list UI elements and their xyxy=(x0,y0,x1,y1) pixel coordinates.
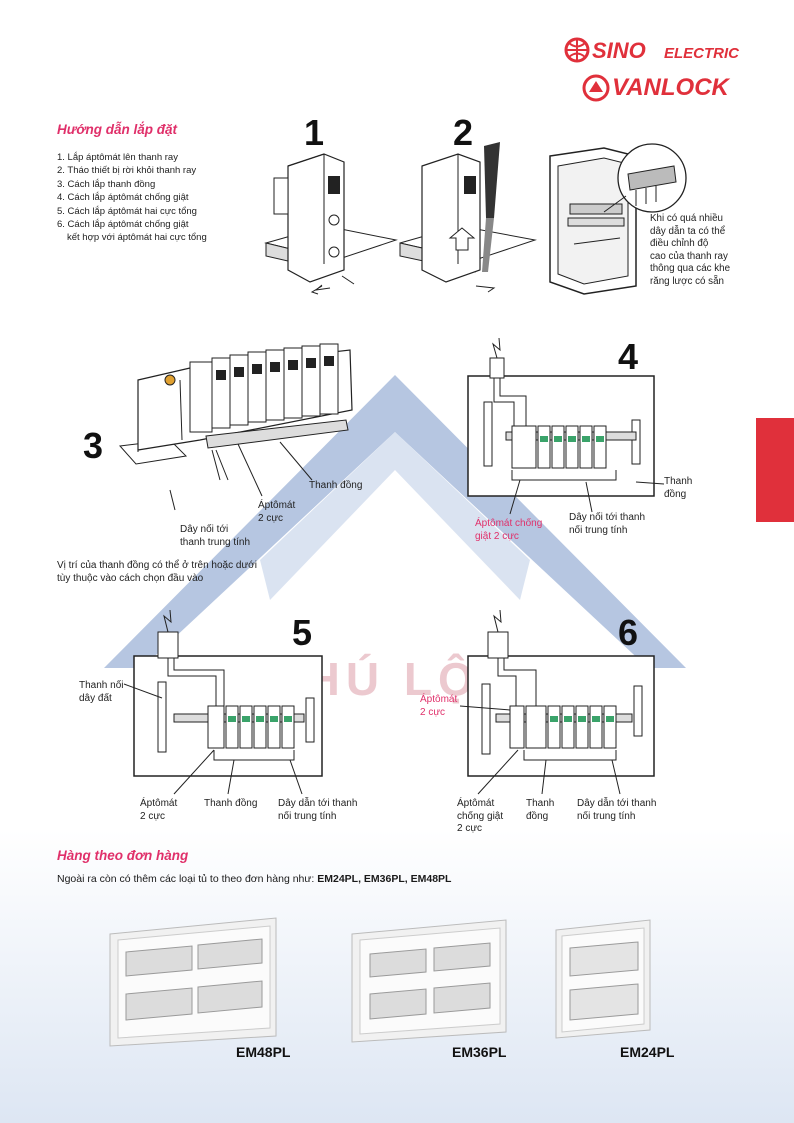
product-em24pl-image xyxy=(555,919,651,1039)
fig5-ground-bar-label: Thanh nối dây đất xyxy=(79,680,124,704)
sino-globe-icon xyxy=(564,37,590,63)
step-number-5: 5 xyxy=(292,612,313,653)
fig3-position-note: Vị trí của thanh đồng có thể ở trên hoặc… xyxy=(57,560,257,584)
fig3-copper-bar-assembly xyxy=(118,343,353,511)
product-em48pl-image xyxy=(109,917,277,1047)
fig5-breaker-label: Áptômát 2 cực xyxy=(140,798,178,822)
installation-heading: Hướng dẫn lắp đặt xyxy=(57,122,177,137)
step-number-6: 6 xyxy=(618,612,639,653)
brand-electric: ELECTRIC xyxy=(664,45,739,62)
fig5-main-breaker-panel xyxy=(123,609,323,795)
fig6-breaker-label: Áptômát 2 cực xyxy=(420,694,458,718)
product-em24pl-label: EM24PL xyxy=(620,1044,675,1060)
step-item: kết hợp với áptômát hai cực tổng xyxy=(67,232,207,244)
step-item: 1. Lắp áptômát lên thanh ray xyxy=(57,152,178,163)
fig6-neutral-label: Dây dẫn tới thanh nối trung tính xyxy=(577,798,657,822)
product-em48pl-label: EM48PL xyxy=(236,1044,291,1060)
step-number-2: 2 xyxy=(453,112,474,153)
step-item: 5. Cách lắp áptômát hai cực tổng xyxy=(57,205,197,217)
fig4-neutral-label: Dây nối tới thanh nối trung tính xyxy=(569,512,646,536)
fig6-combined-panel xyxy=(459,609,655,795)
product-em36pl-image xyxy=(351,919,507,1043)
rail-adjust-note: Khi có quá nhiều dây dẫn ta có thể điều … xyxy=(650,213,731,287)
step-number-1: 1 xyxy=(304,112,325,153)
fig3-breaker-label: Áptômát 2 cực xyxy=(258,500,296,524)
brand-vanlock: VANLOCK xyxy=(612,74,729,101)
fig5-neutral-label: Dây dẫn tới thanh nối trung tính xyxy=(278,798,358,822)
step-item: 3. Cách lắp thanh đồng xyxy=(57,178,156,190)
step-number-3: 3 xyxy=(83,425,104,466)
fig6-rcd-label: Áptômát chống giật 2 cực xyxy=(457,798,504,834)
step-item: 6. Cách lắp áptômát chống giật xyxy=(57,219,189,231)
side-tab xyxy=(756,418,794,522)
orders-intro-models: EM24PL, EM36PL, EM48PL xyxy=(317,873,452,885)
orders-heading: Hàng theo đơn hàng xyxy=(57,848,189,863)
fig4-rcd-panel xyxy=(467,337,665,515)
fig2-remove-breaker xyxy=(399,142,537,293)
step-number-4: 4 xyxy=(618,336,639,377)
brand-sino: SINO xyxy=(592,38,646,63)
fig3-copper-bar-label: Thanh đồng xyxy=(309,480,363,491)
fig6-copper-bar-label: Thanh đồng xyxy=(526,798,555,822)
fig-enclosure-rail-adjust xyxy=(549,143,687,295)
orders-intro: Ngoài ra còn có thêm các loại tủ to theo… xyxy=(57,873,452,885)
fig4-copper-bar-label: Thanh đồng xyxy=(664,476,693,500)
fig1-breaker-on-rail xyxy=(264,153,398,295)
product-em36pl-label: EM36PL xyxy=(452,1044,507,1060)
installation-steps: 1. Lắp áptômát lên thanh ray 2. Tháo thi… xyxy=(57,151,207,245)
fig3-neutral-label: Dây nối tới thanh trung tính xyxy=(180,524,251,548)
fig4-rcd-label: Áptômát chống giật 2 cực xyxy=(475,518,543,542)
step-item: 4. Cách lắp áptômát chống giật xyxy=(57,192,189,204)
vanlock-logo-icon xyxy=(582,74,610,102)
fig5-copper-bar-label: Thanh đồng xyxy=(204,798,258,809)
step-item: 2. Tháo thiết bị rời khỏi thanh ray xyxy=(57,165,197,177)
